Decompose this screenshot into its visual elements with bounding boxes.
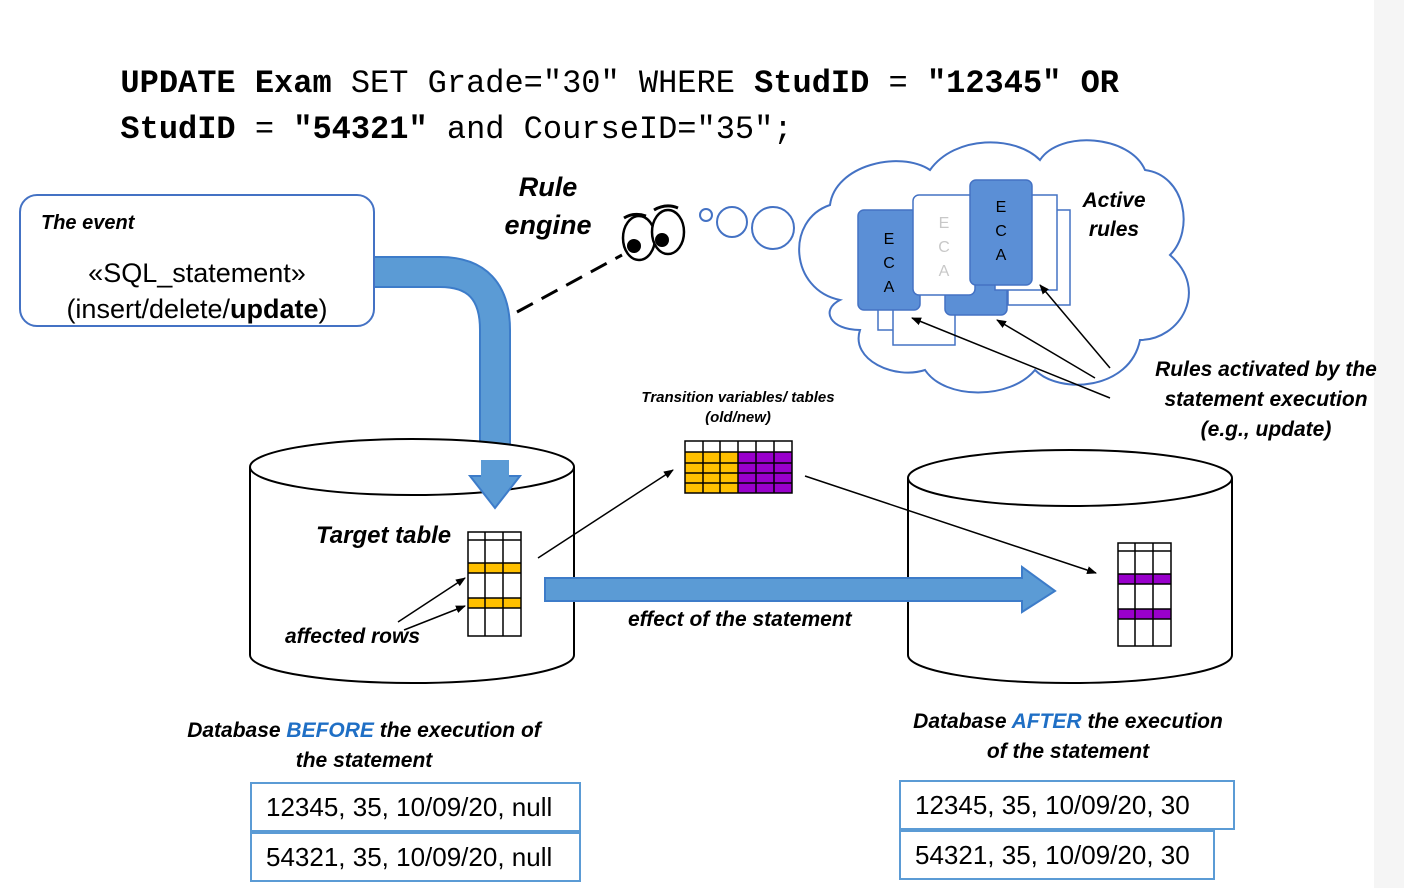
event-title: The event	[41, 212, 135, 234]
effect-arrow	[544, 565, 1057, 614]
event-operations: (insert/delete/update)	[66, 294, 328, 324]
event-statement: «SQL_statement»	[88, 258, 306, 288]
result-table-grid	[1117, 542, 1172, 647]
arrow-shaft-end	[481, 460, 509, 478]
after-row-1: 12345, 35, 10/09/20, 30	[899, 780, 1235, 830]
affected-rows-label: affected rows	[285, 625, 420, 648]
target-table-grid	[467, 531, 522, 637]
after-label: Database AFTER the execution of the stat…	[913, 710, 1223, 763]
flow-arrows	[397, 469, 1097, 631]
before-label: Database BEFORE the execution of the sta…	[187, 719, 541, 772]
eca-cards	[857, 179, 1071, 346]
thought-bubbles	[699, 206, 795, 250]
before-row-2: 54321, 35, 10/09/20, null	[250, 832, 581, 882]
sql-line-1: UPDATE Exam SET Grade="30" WHERE StudID …	[120, 65, 1119, 102]
database-after-cylinder	[907, 449, 1233, 684]
after-row-2: 54321, 35, 10/09/20, 30	[899, 830, 1215, 880]
target-table-label: Target table	[316, 522, 452, 549]
window-edge	[1374, 0, 1404, 888]
effect-label: effect of the statement	[628, 608, 852, 631]
eyes-icon	[621, 204, 686, 262]
before-row-1: 12345, 35, 10/09/20, null	[250, 782, 581, 832]
event-box: The event «SQL_statement» (insert/delete…	[19, 194, 375, 327]
sql-line-2: StudID = "54321" and CourseID="35";	[120, 111, 793, 148]
transition-label: Transition variables/ tables(old/new)	[641, 389, 835, 426]
transition-table-grid	[684, 440, 793, 494]
observe-dashed-line	[516, 253, 623, 314]
activation-arrows	[911, 284, 1111, 399]
